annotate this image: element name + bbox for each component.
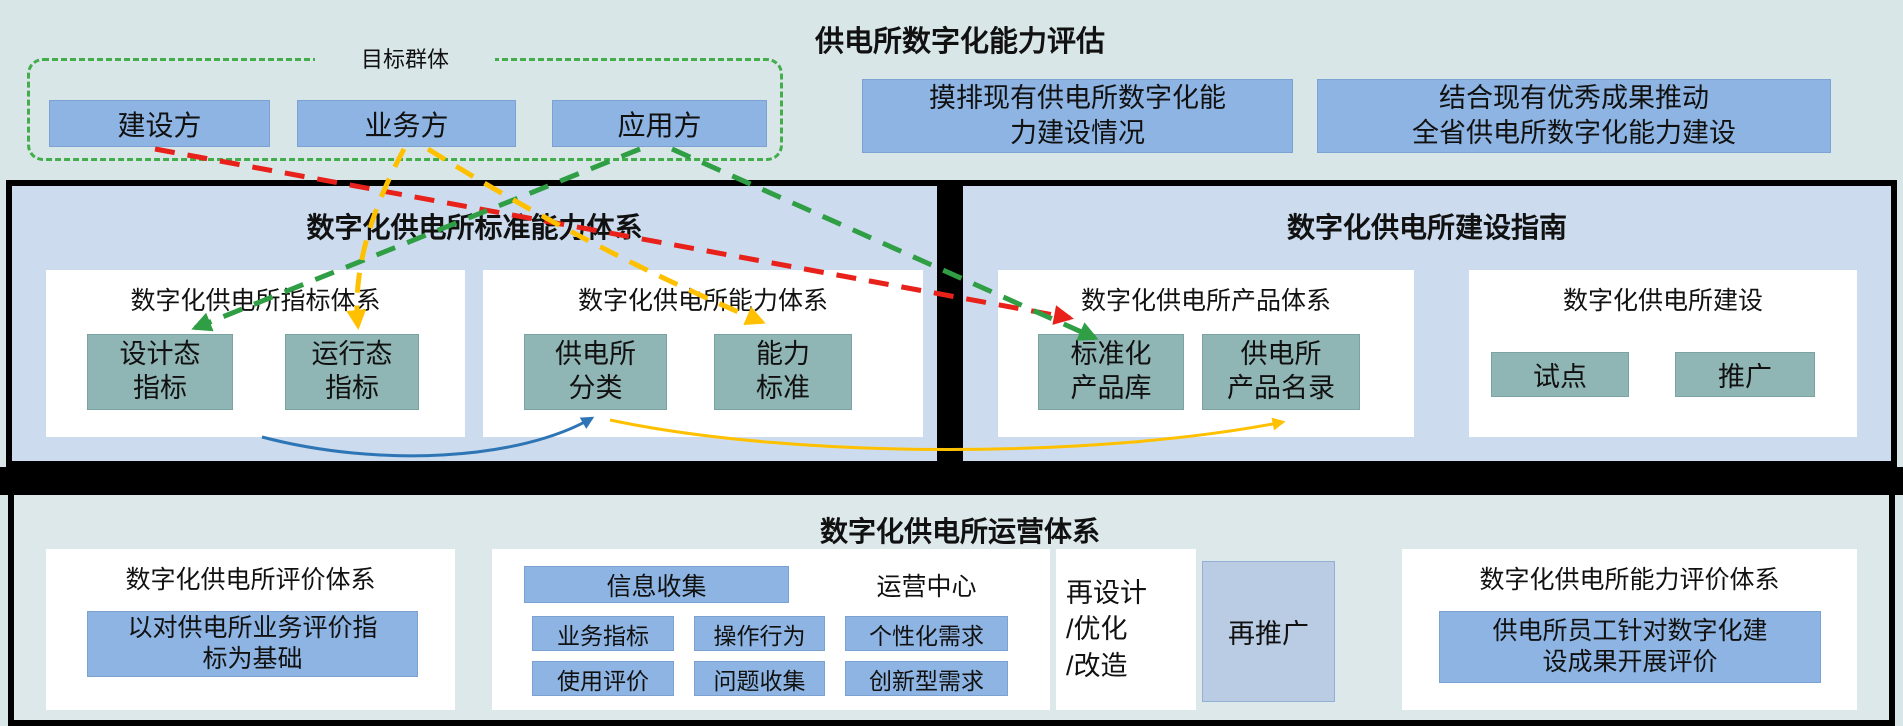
pilot-box: 试点 [1491,352,1629,397]
evaluation-basis-box: 以对供电所业务评价指 标为基础 [87,611,418,677]
product-system-title: 数字化供电所产品体系 [1080,287,1331,315]
staff-evaluation-box: 供电所员工针对数字化建 设成果开展评价 [1439,611,1821,683]
operation-indicator-box: 运行态 指标 [285,334,419,410]
station-build-title: 数字化供电所建设 [1562,287,1763,315]
problem-collection-box: 问题收集 [694,661,825,696]
page-title: 供电所数字化能力评估 [814,26,1105,58]
promotion-box: 推广 [1675,352,1815,397]
redesign-label: 再设计 /优化 /改造 [1066,577,1147,681]
usage-evaluation-box: 使用评价 [532,661,674,696]
operation-behavior-box: 操作行为 [694,616,825,651]
note-survey-box: 摸排现有供电所数字化能 力建设情况 [862,79,1293,153]
note-promote-box: 结合现有优秀成果推动 全省供电所数字化能力建设 [1317,79,1831,153]
design-indicator-box: 设计态 指标 [87,334,233,410]
personalized-demand-box: 个性化需求 [845,616,1008,651]
capability-standard-box: 能力 标准 [714,334,852,410]
indicator-system-title: 数字化供电所指标体系 [130,287,381,315]
horizontal-divider-bar [0,467,1903,495]
stakeholder-builder-box: 建设方 [49,100,270,147]
station-product-catalog-box: 供电所 产品名录 [1202,334,1360,410]
business-indicator-box: 业务指标 [532,616,674,651]
stakeholder-application-box: 应用方 [552,100,767,147]
operation-system-title: 数字化供电所运营体系 [819,516,1100,547]
repromote-box: 再推广 [1202,561,1335,702]
capability-evaluation-title: 数字化供电所能力评价体系 [1479,566,1780,594]
operation-center-label: 运营中心 [876,573,977,601]
target-group-label: 目标群体 [315,44,495,72]
construction-guide-title: 数字化供电所建设指南 [1286,212,1567,243]
standard-product-library-box: 标准化 产品库 [1038,334,1184,410]
standard-system-title: 数字化供电所标准能力体系 [306,212,643,243]
redesign-panel [1056,549,1196,710]
station-classification-box: 供电所 分类 [524,334,667,410]
innovative-demand-box: 创新型需求 [845,661,1008,696]
info-collection-header: 信息收集 [524,566,789,603]
stakeholder-business-box: 业务方 [297,100,516,147]
capability-system-title: 数字化供电所能力体系 [577,287,828,315]
evaluation-system-title: 数字化供电所评价体系 [125,566,376,594]
